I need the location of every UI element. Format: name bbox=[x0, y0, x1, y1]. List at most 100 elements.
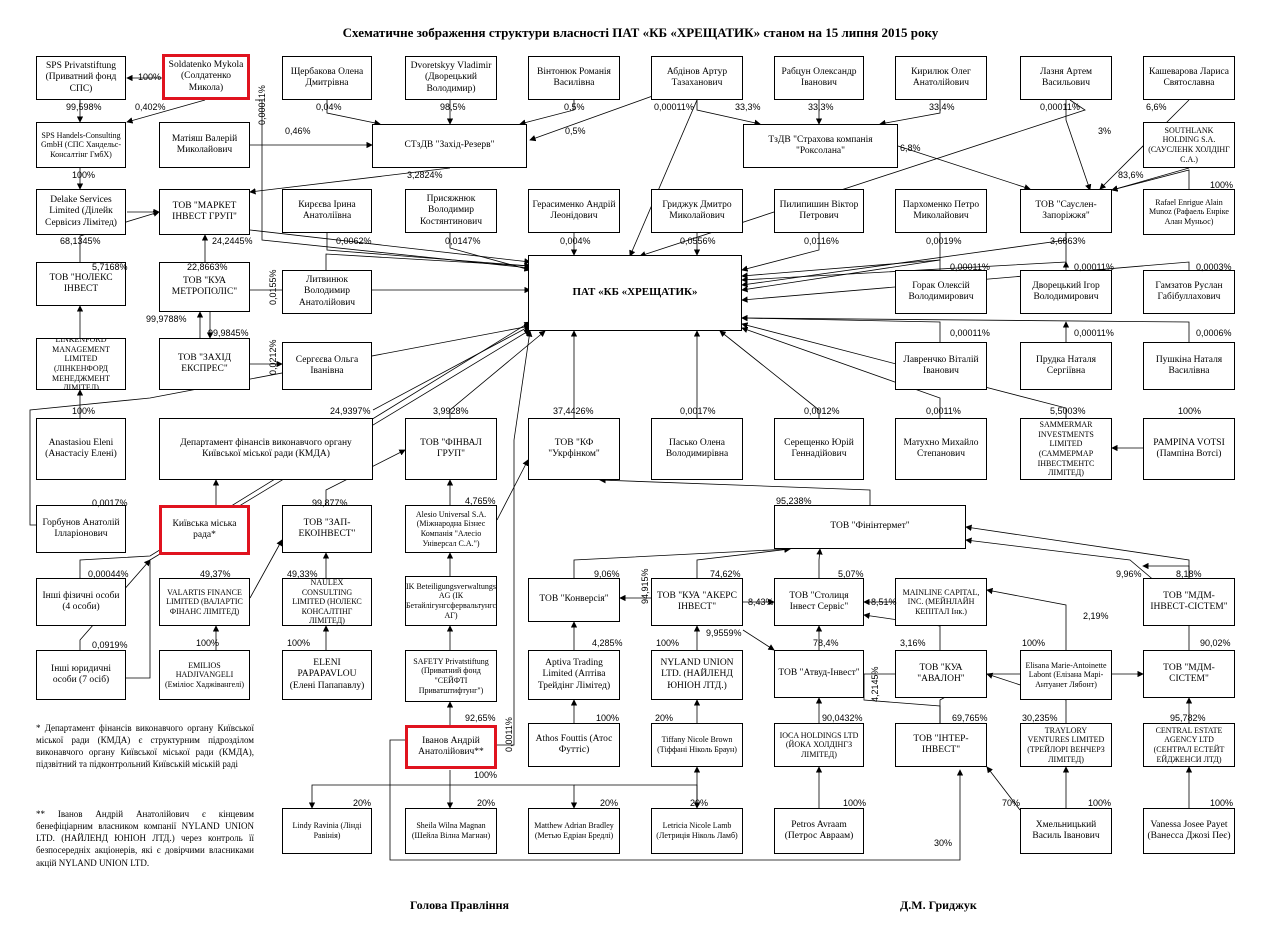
node-box: CENTRAL ESTATE AGENCY LTD (СЕНТРАЛ ЕСТЕЙ… bbox=[1143, 723, 1235, 767]
ownership-percent: 20% bbox=[477, 798, 496, 808]
ownership-percent: 0,0155% bbox=[268, 269, 278, 305]
ownership-arrow bbox=[255, 99, 531, 271]
node-box: Alesio Universal S.A. (Міжнародна Бізнес… bbox=[405, 505, 497, 553]
ownership-percent: 33,3% bbox=[808, 102, 834, 112]
ownership-arrow bbox=[79, 559, 151, 650]
node-box: Aptiva Trading Limited (Аптіва Трейдінг … bbox=[528, 650, 620, 700]
node-box: Вінтонюк Романія Василівна bbox=[528, 56, 620, 100]
node-box: Гамзатов Руслан Габібуллахович bbox=[1143, 270, 1235, 314]
ownership-percent: 0,5% bbox=[564, 102, 585, 112]
ownership-arrow bbox=[29, 323, 531, 526]
node-box: IOCA HOLDINGS LTD (ЙОКА ХОЛДІНГЗ ЛІМІТЕД… bbox=[774, 723, 864, 767]
node-box: Серещенко Юрій Геннадійович bbox=[774, 418, 864, 480]
ownership-percent: 99,598% bbox=[66, 102, 102, 112]
node-box: ТОВ "ЗАП-ЕКОІНВЕСТ" bbox=[282, 505, 372, 553]
ownership-percent: 78,4% bbox=[813, 638, 839, 648]
ownership-percent: 100% bbox=[1088, 798, 1112, 808]
ownership-percent: 33,3% bbox=[735, 102, 761, 112]
ownership-arrow bbox=[986, 672, 1067, 723]
node-box: SPS Handels-Consulting GmbH (СПС Хандель… bbox=[36, 122, 126, 168]
node-box: Абдінов Артур Тазаханович bbox=[651, 56, 743, 100]
node-box: ТОВ "Фінінтермет" bbox=[774, 505, 966, 549]
node-box: ТОВ "Атвуд-Інвест" bbox=[774, 650, 864, 698]
ownership-percent: 95,782% bbox=[1170, 713, 1206, 723]
ownership-percent: 0,402% bbox=[135, 102, 166, 112]
node-box: LINKENFORD MANAGEMENT LIMITED (ЛІНКЕНФОР… bbox=[36, 338, 126, 390]
node-box: ТОВ "КУА "АКЕРС ІНВЕСТ" bbox=[651, 578, 743, 626]
ownership-percent: 37,4426% bbox=[553, 406, 594, 416]
ownership-arrow bbox=[629, 99, 698, 257]
ownership-arrow bbox=[497, 330, 533, 746]
ownership-percent: 0,0006% bbox=[1196, 328, 1232, 338]
node-box: Dvoretskyy Vladimir (Дворецький Володими… bbox=[405, 56, 497, 100]
ownership-percent: 0,00011% bbox=[950, 262, 990, 272]
ownership-percent: 74,62% bbox=[710, 569, 741, 579]
ownership-arrow bbox=[574, 784, 701, 809]
node-box: PAMPINA VOTSI (Пампіна Вотсі) bbox=[1143, 418, 1235, 480]
ownership-percent: 0,0116% bbox=[804, 236, 839, 246]
ownership-percent: 8,18% bbox=[1176, 569, 1202, 579]
ownership-arrow bbox=[1065, 100, 1092, 191]
diagram-title: Схематичне зображення структури власност… bbox=[342, 25, 939, 40]
ownership-arrow bbox=[449, 330, 546, 418]
node-box-highlighted: Soldatenko Mykola (Солдатенко Микола) bbox=[162, 54, 250, 100]
ownership-arrow bbox=[372, 325, 531, 411]
ownership-arrow bbox=[126, 99, 206, 124]
ownership-percent: 100% bbox=[287, 638, 311, 648]
ownership-percent: 4,765% bbox=[465, 496, 496, 506]
ownership-arrow bbox=[741, 233, 820, 272]
ownership-percent: 0,04% bbox=[316, 102, 342, 112]
ownership-arrow bbox=[308, 770, 451, 809]
ownership-arrow bbox=[897, 145, 1031, 191]
signature-name: Д.М. Гриджук bbox=[900, 898, 977, 912]
ownership-percent: 98,5% bbox=[440, 102, 466, 112]
node-box: ТОВ "Столиця Інвест Сервіс" bbox=[774, 578, 864, 626]
ownership-arrow bbox=[741, 314, 1190, 342]
ownership-percent: 9,9559% bbox=[706, 628, 742, 638]
ownership-percent: 99,9788% bbox=[146, 314, 187, 324]
ownership-percent: 0,0011% bbox=[504, 717, 514, 752]
ownership-arrow bbox=[863, 612, 941, 650]
ownership-percent: 70% bbox=[1002, 798, 1021, 808]
node-box: Лавренчко Віталій Іванович bbox=[895, 342, 987, 390]
ownership-arrow bbox=[326, 100, 381, 126]
ownership-arrow bbox=[573, 546, 791, 578]
ownership-percent: 49,33% bbox=[287, 569, 318, 579]
ownership-percent: 20% bbox=[655, 713, 674, 723]
node-box: Пушкіна Наталя Василівна bbox=[1143, 342, 1235, 390]
node-box: ТзДВ "Страхова компанія "Роксолана" bbox=[743, 124, 898, 168]
ownership-percent: 95,238% bbox=[776, 496, 812, 506]
ownership-arrow bbox=[450, 784, 578, 809]
ownership-percent: 20% bbox=[353, 798, 372, 808]
ownership-percent: 30% bbox=[934, 838, 953, 848]
ownership-percent: 0,0919% bbox=[92, 640, 128, 650]
ownership-percent: 33,4% bbox=[929, 102, 955, 112]
node-box: Литвинюк Володимир Анатолійович bbox=[282, 270, 372, 314]
ownership-arrow bbox=[326, 233, 531, 269]
node-box: SPS Privatstiftung (Приватний фонд СПС) bbox=[36, 56, 126, 100]
ownership-arrow bbox=[79, 210, 160, 262]
node-box: Rafael Enrigue Alain Munoz (Рафаель Енрі… bbox=[1143, 189, 1235, 235]
ownership-arrow bbox=[325, 449, 406, 505]
ownership-percent: 0,0011% bbox=[926, 406, 961, 416]
ownership-percent: 0,0017% bbox=[680, 406, 716, 416]
node-box: Пархоменко Петро Миколайович bbox=[895, 189, 987, 233]
ownership-arrow bbox=[599, 477, 871, 505]
ownership-arrow bbox=[719, 330, 820, 418]
node-box: ТОВ "Сауслен-Запоріжжя" bbox=[1020, 189, 1112, 233]
central-bank-box: ПАТ «КБ «ХРЕЩАТИК» bbox=[528, 255, 742, 331]
ownership-percent: 0,0062% bbox=[336, 236, 372, 246]
ownership-percent: 0,00011% bbox=[1074, 262, 1114, 272]
node-box: TRAYLORY VENTURES LIMITED (ТРЕЙЛОРІ ВЕНЧ… bbox=[1020, 723, 1112, 767]
ownership-percent: 0,0556% bbox=[680, 236, 716, 246]
ownership-arrow bbox=[249, 229, 531, 265]
ownership-arrow bbox=[249, 167, 451, 195]
node-box: ТОВ "МАРКЕТ ІНВЕСТ ГРУП" bbox=[159, 189, 250, 235]
ownership-percent: 3,2824% bbox=[407, 170, 443, 180]
ownership-percent: 0,00044% bbox=[88, 569, 129, 579]
ownership-arrow bbox=[249, 539, 283, 599]
ownership-percent: 0,0019% bbox=[926, 236, 962, 246]
ownership-percent: 0,0012% bbox=[804, 406, 840, 416]
ownership-percent: 4,2145% bbox=[870, 666, 880, 702]
ownership-percent: 90,0432% bbox=[822, 713, 863, 723]
